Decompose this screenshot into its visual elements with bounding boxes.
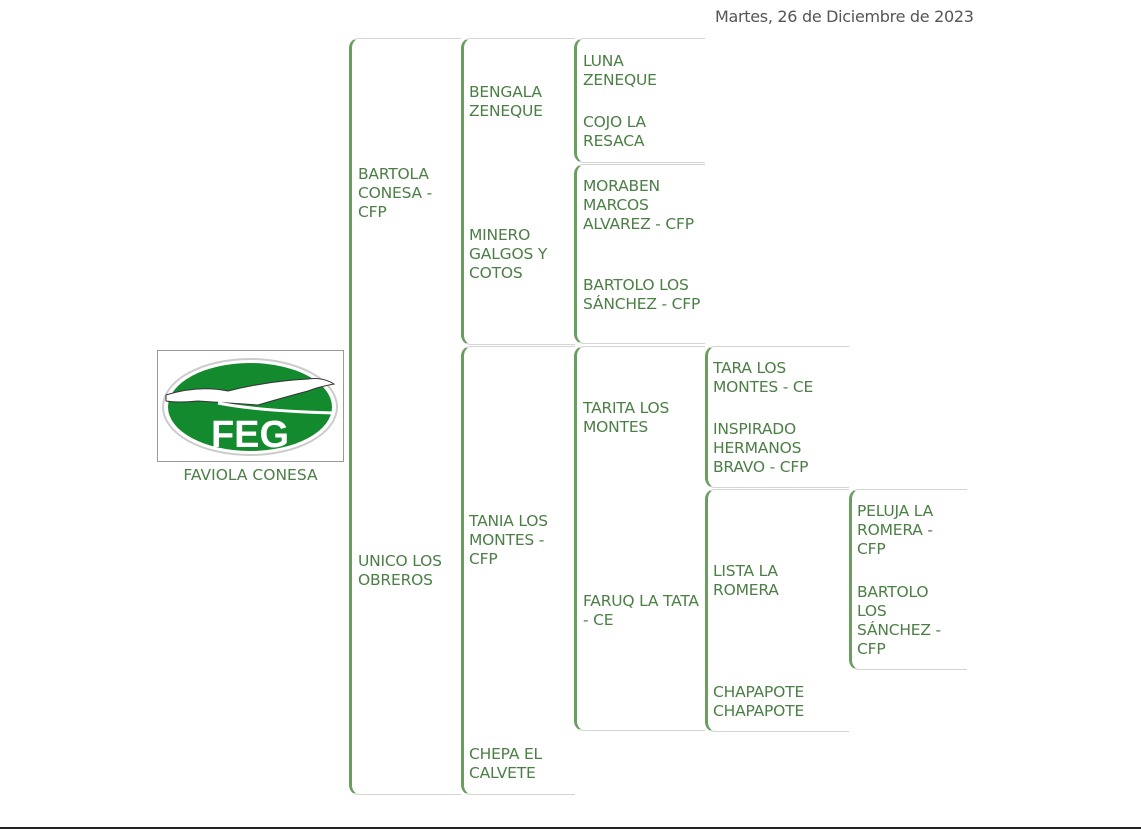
g3-bracket-2 bbox=[574, 164, 705, 344]
g5-name[interactable]: BARTOLO LOS SÁNCHEZ - CFP bbox=[857, 583, 941, 658]
dam-sire-name[interactable]: TANIA LOS MONTES - CFP bbox=[469, 512, 548, 568]
g3-name[interactable]: FARUQ LA TATA - CE bbox=[583, 592, 699, 629]
g3-name[interactable]: COJO LA RESACA bbox=[583, 113, 646, 150]
g4-name[interactable]: CHAPAPOTE CHAPAPOTE bbox=[713, 683, 805, 720]
g5-name[interactable]: PELUJA LA ROMERA - CFP bbox=[857, 502, 933, 558]
g4-name[interactable]: INSPIRADO HERMANOS BRAVO - CFP bbox=[713, 420, 809, 476]
sire-parents-bracket bbox=[461, 38, 575, 345]
subject-name[interactable]: FAVIOLA CONESA bbox=[183, 466, 318, 484]
g5-bracket-1 bbox=[849, 489, 967, 670]
sire-name[interactable]: BARTOLA CONESA - CFP bbox=[358, 165, 433, 221]
dam-name[interactable]: UNICO LOS OBREROS bbox=[358, 552, 442, 589]
g3-name[interactable]: BARTOLO LOS SÁNCHEZ - CFP bbox=[583, 276, 701, 313]
g3-name[interactable]: LUNA ZENEQUE bbox=[583, 52, 657, 89]
sire-sire-name[interactable]: BENGALA ZENEQUE bbox=[469, 83, 543, 120]
date-label: Martes, 26 de Diciembre de 2023 bbox=[715, 7, 974, 26]
dam-parents-bracket bbox=[461, 346, 575, 795]
sire-dam-name[interactable]: MINERO GALGOS Y COTOS bbox=[469, 226, 548, 282]
svg-text:FEG: FEG bbox=[211, 414, 289, 456]
g3-bracket-3 bbox=[574, 346, 705, 731]
parents-bracket bbox=[349, 38, 461, 795]
feg-logo: FEG bbox=[157, 350, 344, 462]
bottom-divider bbox=[0, 827, 1141, 829]
g3-bracket-1 bbox=[574, 38, 705, 163]
g4-bracket-1 bbox=[705, 346, 849, 488]
g3-name[interactable]: TARITA LOS MONTES bbox=[583, 399, 670, 436]
g4-bracket-2 bbox=[705, 489, 849, 732]
g4-name[interactable]: TARA LOS MONTES - CE bbox=[713, 359, 814, 396]
g3-name[interactable]: MORABEN MARCOS ALVAREZ - CFP bbox=[583, 177, 694, 233]
greyhound-logo-icon: FEG bbox=[162, 358, 338, 456]
g4-name[interactable]: LISTA LA ROMERA bbox=[713, 562, 779, 599]
dam-dam-name[interactable]: CHEPA EL CALVETE bbox=[469, 745, 542, 782]
